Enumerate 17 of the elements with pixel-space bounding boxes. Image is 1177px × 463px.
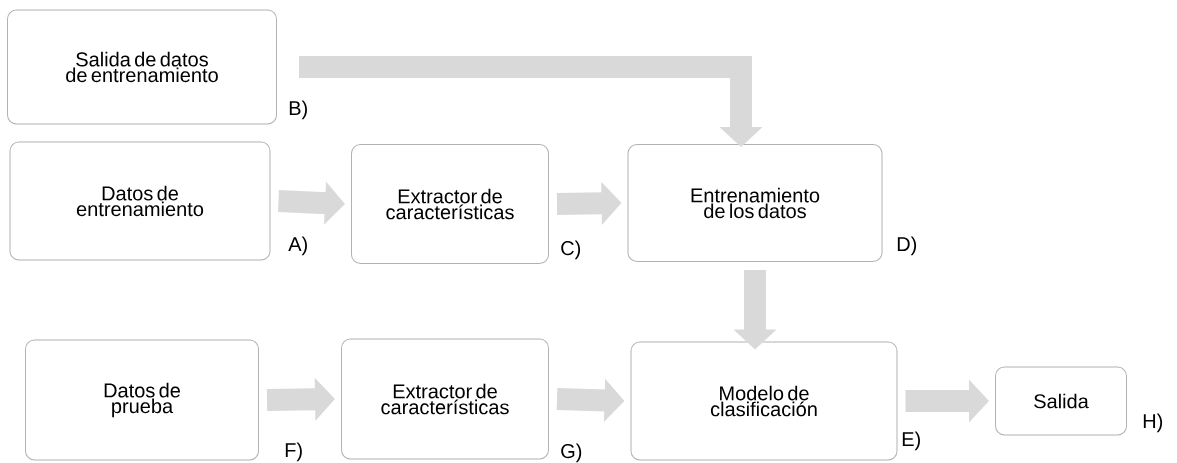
process-box: Extractor de características	[351, 144, 549, 264]
step-label: D)	[897, 236, 917, 256]
process-box: Modelo de clasificación	[630, 341, 898, 461]
process-box: Salida de datos de entrenamiento	[7, 9, 277, 125]
step-label: C)	[561, 240, 581, 260]
process-box: Entrenamiento de los datos	[627, 144, 883, 262]
block-arrow	[299, 56, 763, 147]
step-label: H)	[1143, 413, 1163, 433]
step-label: A)	[288, 236, 307, 256]
step-label: G)	[561, 443, 582, 463]
process-box: Salida	[995, 366, 1127, 436]
step-label: B)	[289, 100, 307, 120]
step-label: F)	[285, 442, 302, 462]
process-box: Datos de entrenamiento	[9, 141, 271, 261]
process-box: Datos de prueba	[25, 339, 259, 461]
process-box: Extractor de características	[341, 338, 549, 460]
step-label: E)	[902, 431, 920, 451]
